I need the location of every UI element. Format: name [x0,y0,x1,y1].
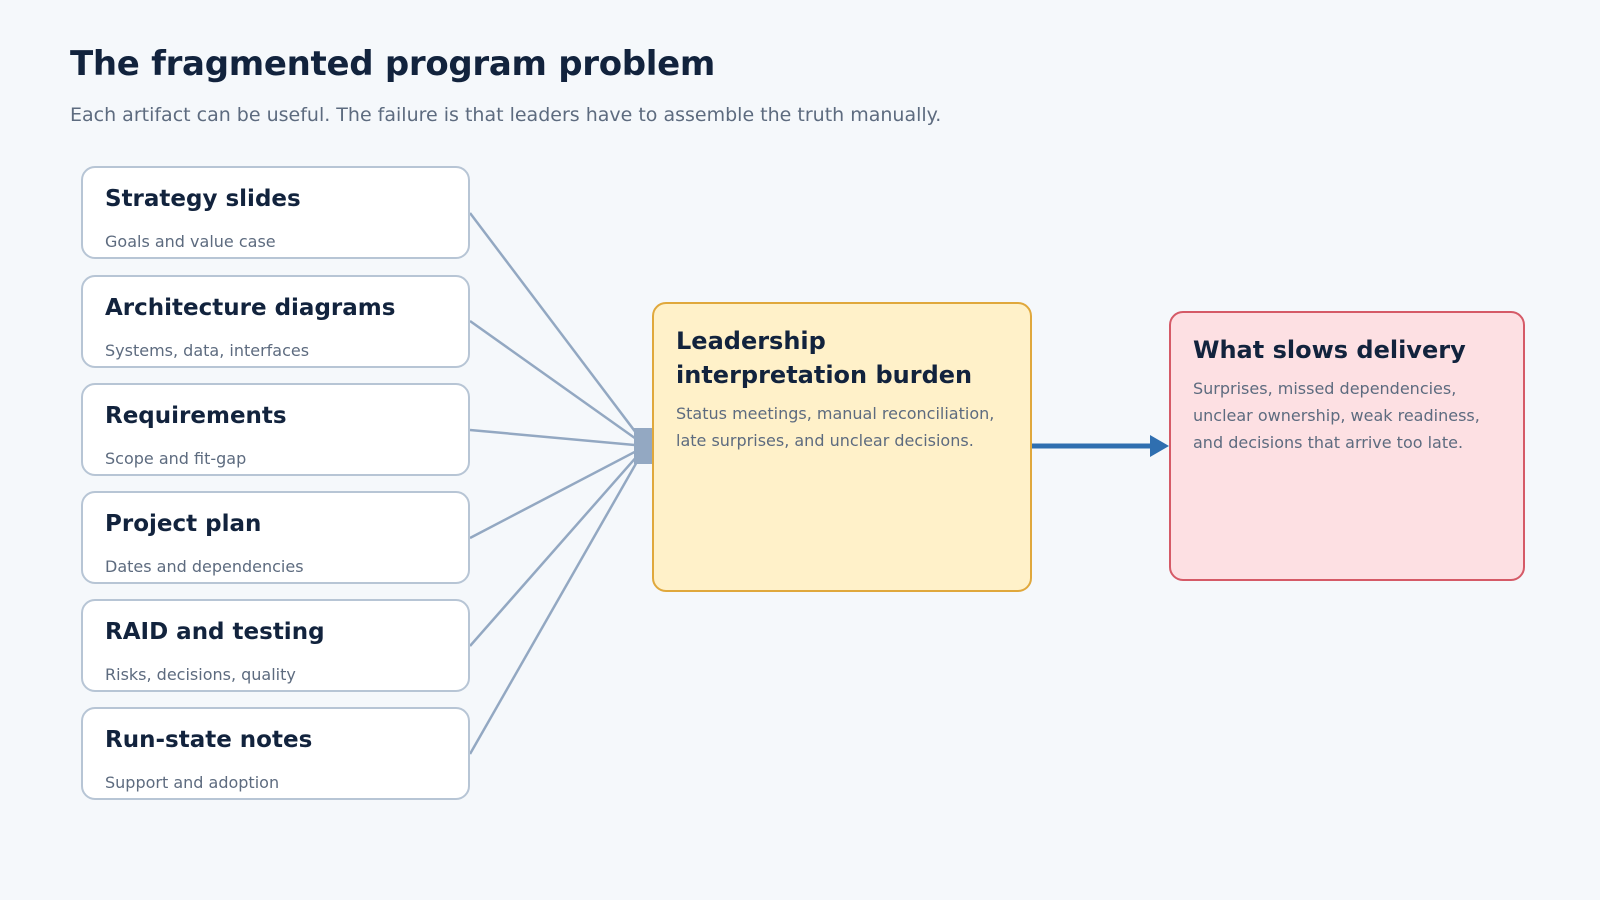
page-title: The fragmented program problem [70,44,716,84]
artifact-title: Architecture diagrams [105,295,396,321]
burden-body: Status meetings, manual reconciliation, … [676,404,995,450]
artifact-title: Requirements [105,403,287,429]
artifact-title: RAID and testing [105,619,325,645]
burden-title: Leadership interpretation burden [676,327,973,389]
connector-requirements [469,428,647,448]
artifact-subtitle: Scope and fit-gap [105,449,247,468]
page-subtitle: Each artifact can be useful. The failure… [70,104,942,126]
connector-raid [469,445,647,647]
connector-architecture [469,319,647,448]
delivery-slowdown-card: What slows delivery Surprises, missed de… [1169,311,1525,581]
connector-run-state [468,445,648,755]
artifact-subtitle: Risks, decisions, quality [105,665,296,684]
connector-strategy [469,212,647,447]
outcome-body: Surprises, missed dependencies, unclear … [1193,379,1480,452]
artifact-card-run-state-notes: Run-state notes Support and adoption [81,707,470,800]
artifact-title: Run-state notes [105,727,313,753]
outcome-title: What slows delivery [1193,336,1466,364]
artifact-subtitle: Support and adoption [105,773,280,792]
artifact-subtitle: Systems, data, interfaces [105,341,310,360]
leadership-burden-card: Leadership interpretation burden Status … [652,302,1032,592]
artifact-title: Strategy slides [105,186,301,212]
connector-junction [634,428,652,464]
artifact-card-architecture-diagrams: Architecture diagrams Systems, data, int… [81,275,470,368]
artifact-card-requirements: Requirements Scope and fit-gap [81,383,470,476]
artifact-card-raid-testing: RAID and testing Risks, decisions, quali… [81,599,470,692]
connector-project-plan [469,444,647,540]
artifact-connectors [468,212,648,755]
artifact-card-strategy-slides: Strategy slides Goals and value case [81,166,470,259]
artifact-subtitle: Dates and dependencies [105,557,304,576]
artifact-subtitle: Goals and value case [105,232,276,251]
artifact-card-project-plan: Project plan Dates and dependencies [81,491,470,584]
flow-arrow-head [1150,435,1169,457]
artifact-title: Project plan [105,511,262,537]
